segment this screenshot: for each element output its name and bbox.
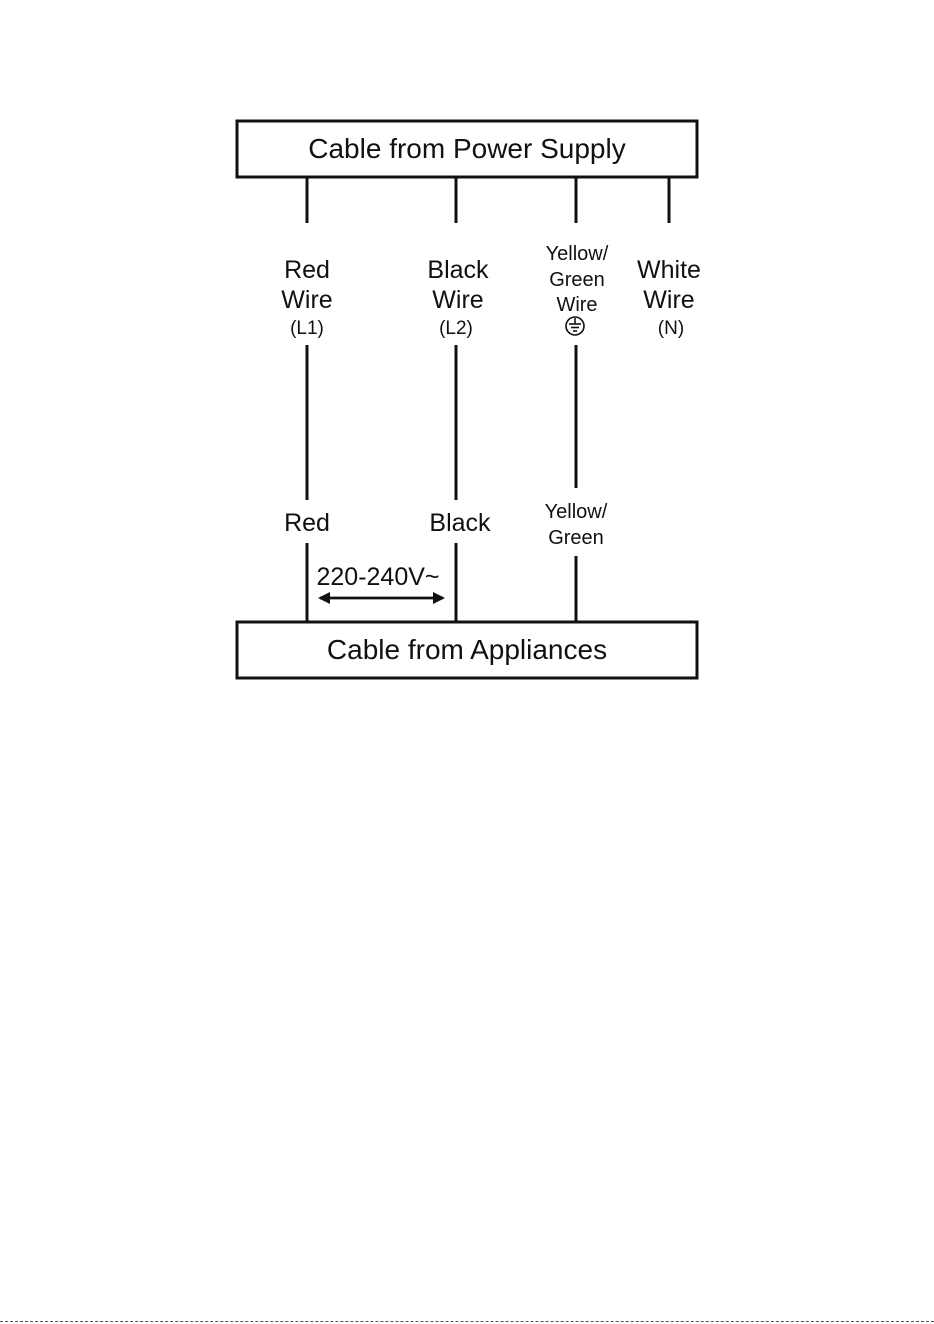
black-wire-name-line2: Wire	[432, 286, 483, 314]
white-wire-code: (N)	[658, 318, 684, 339]
earth-wire-name-line3: Wire	[556, 294, 597, 316]
black-wire-label: Black Wire (L2)	[427, 256, 489, 339]
white-wire-label: White Wire (N)	[637, 256, 701, 339]
appliance-label: Cable from Appliances	[327, 634, 607, 665]
red-wire-name-line2: Wire	[281, 286, 332, 314]
power-supply-label: Cable from Power Supply	[308, 133, 625, 164]
red-wire-name-line1: Red	[284, 256, 330, 284]
appliance-box: Cable from Appliances	[237, 622, 697, 678]
black-appliance-label: Black	[429, 509, 491, 537]
earth-wire-label: Yellow/ Green Wire	[546, 243, 609, 335]
red-wire-label: Red Wire (L1)	[281, 256, 332, 339]
earth-ground-icon	[566, 317, 584, 335]
power-supply-box: Cable from Power Supply	[237, 121, 697, 177]
white-wire-name-line1: White	[637, 256, 701, 284]
red-appliance-label: Red	[284, 509, 330, 537]
earth-appliance-label-line2: Green	[548, 527, 604, 549]
earth-wire-name-line2: Green	[549, 269, 605, 291]
black-wire-code: (L2)	[439, 318, 473, 339]
white-wire-name-line2: Wire	[643, 286, 694, 314]
voltage-label: 220-240V~	[316, 563, 439, 591]
red-wire-code: (L1)	[290, 318, 324, 339]
earth-appliance-label-line1: Yellow/	[545, 501, 608, 523]
earth-wire-name-line1: Yellow/	[546, 243, 609, 265]
black-wire-name-line1: Black	[427, 256, 489, 284]
